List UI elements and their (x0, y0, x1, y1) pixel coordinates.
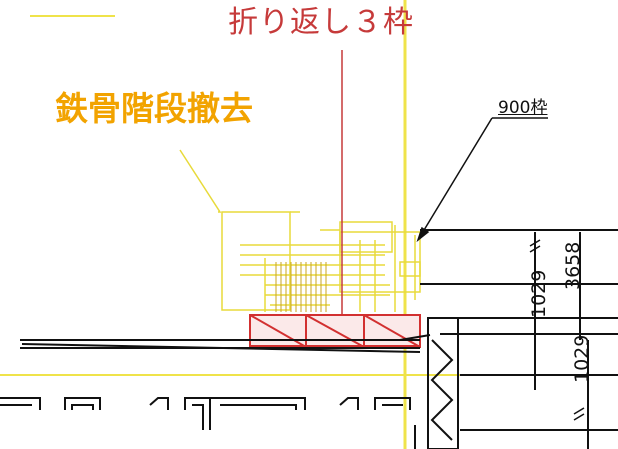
steel-stair-removed (179, 149, 421, 312)
dimension-overall: 3658 (562, 241, 584, 290)
dimension-lower: 1029 (571, 334, 593, 383)
stair-treads (275, 262, 327, 312)
folded-frames-red (249, 314, 421, 348)
removal-note: 鉄骨階段撤去 (55, 89, 253, 128)
top-note: 折り返し３枠 (228, 5, 414, 40)
dimension-upper: 1029 (528, 269, 550, 318)
break-marks (529, 239, 585, 421)
lower-wall-sections (0, 397, 411, 430)
frame-note: 900枠 (498, 98, 548, 118)
leader-900 (416, 117, 548, 243)
building-structure (20, 229, 618, 449)
